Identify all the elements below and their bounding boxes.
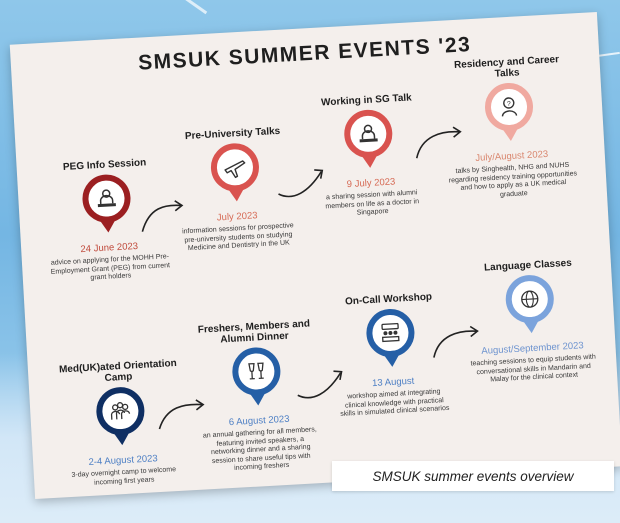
- event-orientation-camp: Med(UK)ated Orientation Camp 2-4 August …: [58, 358, 185, 490]
- group-icon: [110, 402, 131, 420]
- event-pin: [93, 385, 148, 453]
- event-description: workshop aimed at integrating clinical k…: [340, 388, 450, 418]
- event-pin: [502, 273, 557, 341]
- event-title: Working in SG Talk: [320, 92, 413, 109]
- svg-text:?: ?: [507, 101, 511, 108]
- event-title: Freshers, Members and Alumni Dinner: [197, 318, 311, 346]
- connector-arrow: [415, 126, 462, 159]
- event-pin: [79, 173, 134, 240]
- events-poster: SMSUK SUMMER EVENTS '23 PEG Info Session…: [9, 11, 620, 500]
- event-description: a sharing session with alumni members on…: [325, 189, 420, 217]
- event-description: advice on applying for the MOHH Pre-Empl…: [50, 253, 171, 282]
- connector-arrow: [297, 370, 343, 399]
- event-description: talks by Singhealth, NHG and NUHS regard…: [448, 161, 578, 199]
- event-residency-career-talks: Residency and Career Talks ? July/August…: [441, 53, 579, 202]
- image-caption: SMSUK summer events overview: [332, 461, 614, 491]
- globe-speech-icon: [521, 290, 539, 308]
- event-title: Residency and Career Talks: [453, 54, 560, 80]
- desk-person-icon: [97, 189, 116, 208]
- event-pin: [363, 307, 418, 375]
- connector-arrow: [278, 169, 324, 198]
- event-pre-university-talks: Pre-University Talks July 2023 informati…: [175, 125, 297, 254]
- event-peg-info-session: PEG Info Session 24 June 2023 advice on …: [44, 156, 171, 285]
- connector-arrow: [141, 200, 184, 232]
- event-description: teaching sessions to equip students with…: [470, 353, 596, 384]
- event-pin: ?: [482, 81, 537, 149]
- event-pin: [207, 142, 262, 209]
- event-on-call-workshop: On-Call Workshop 13 August workshop aime…: [332, 291, 451, 420]
- event-description: an annual gathering for all members, fea…: [202, 426, 317, 472]
- event-language-classes: Language Classes August/September 2023 t…: [463, 257, 600, 387]
- event-title: On-Call Workshop: [344, 291, 433, 308]
- airplane-icon: [223, 160, 245, 179]
- meeting-icon: [381, 322, 400, 343]
- toast-glasses-icon: [248, 362, 264, 380]
- event-description: 3-day overnight camp to welcome incoming…: [71, 466, 177, 487]
- event-working-in-sg-talk: Working in SG Talk 9 July 2023 a sharing…: [311, 92, 428, 220]
- connector-arrow: [433, 325, 479, 358]
- event-title: PEG Info Session: [62, 157, 147, 173]
- desk-person-icon: [359, 124, 378, 143]
- event-title: Language Classes: [483, 257, 573, 274]
- event-description: information sessions for prospective pre…: [181, 222, 294, 253]
- background-decoration: [172, 0, 208, 15]
- event-title: Med(UK)ated Orientation Camp: [58, 357, 178, 384]
- event-title: Pre-University Talks: [184, 125, 281, 143]
- event-pin: [229, 346, 284, 413]
- question-person-icon: ?: [501, 97, 518, 117]
- event-pin: [341, 108, 396, 175]
- connector-arrow: [158, 399, 205, 430]
- event-freshers-dinner: Freshers, Members and Alumni Dinner 6 Au…: [194, 318, 322, 475]
